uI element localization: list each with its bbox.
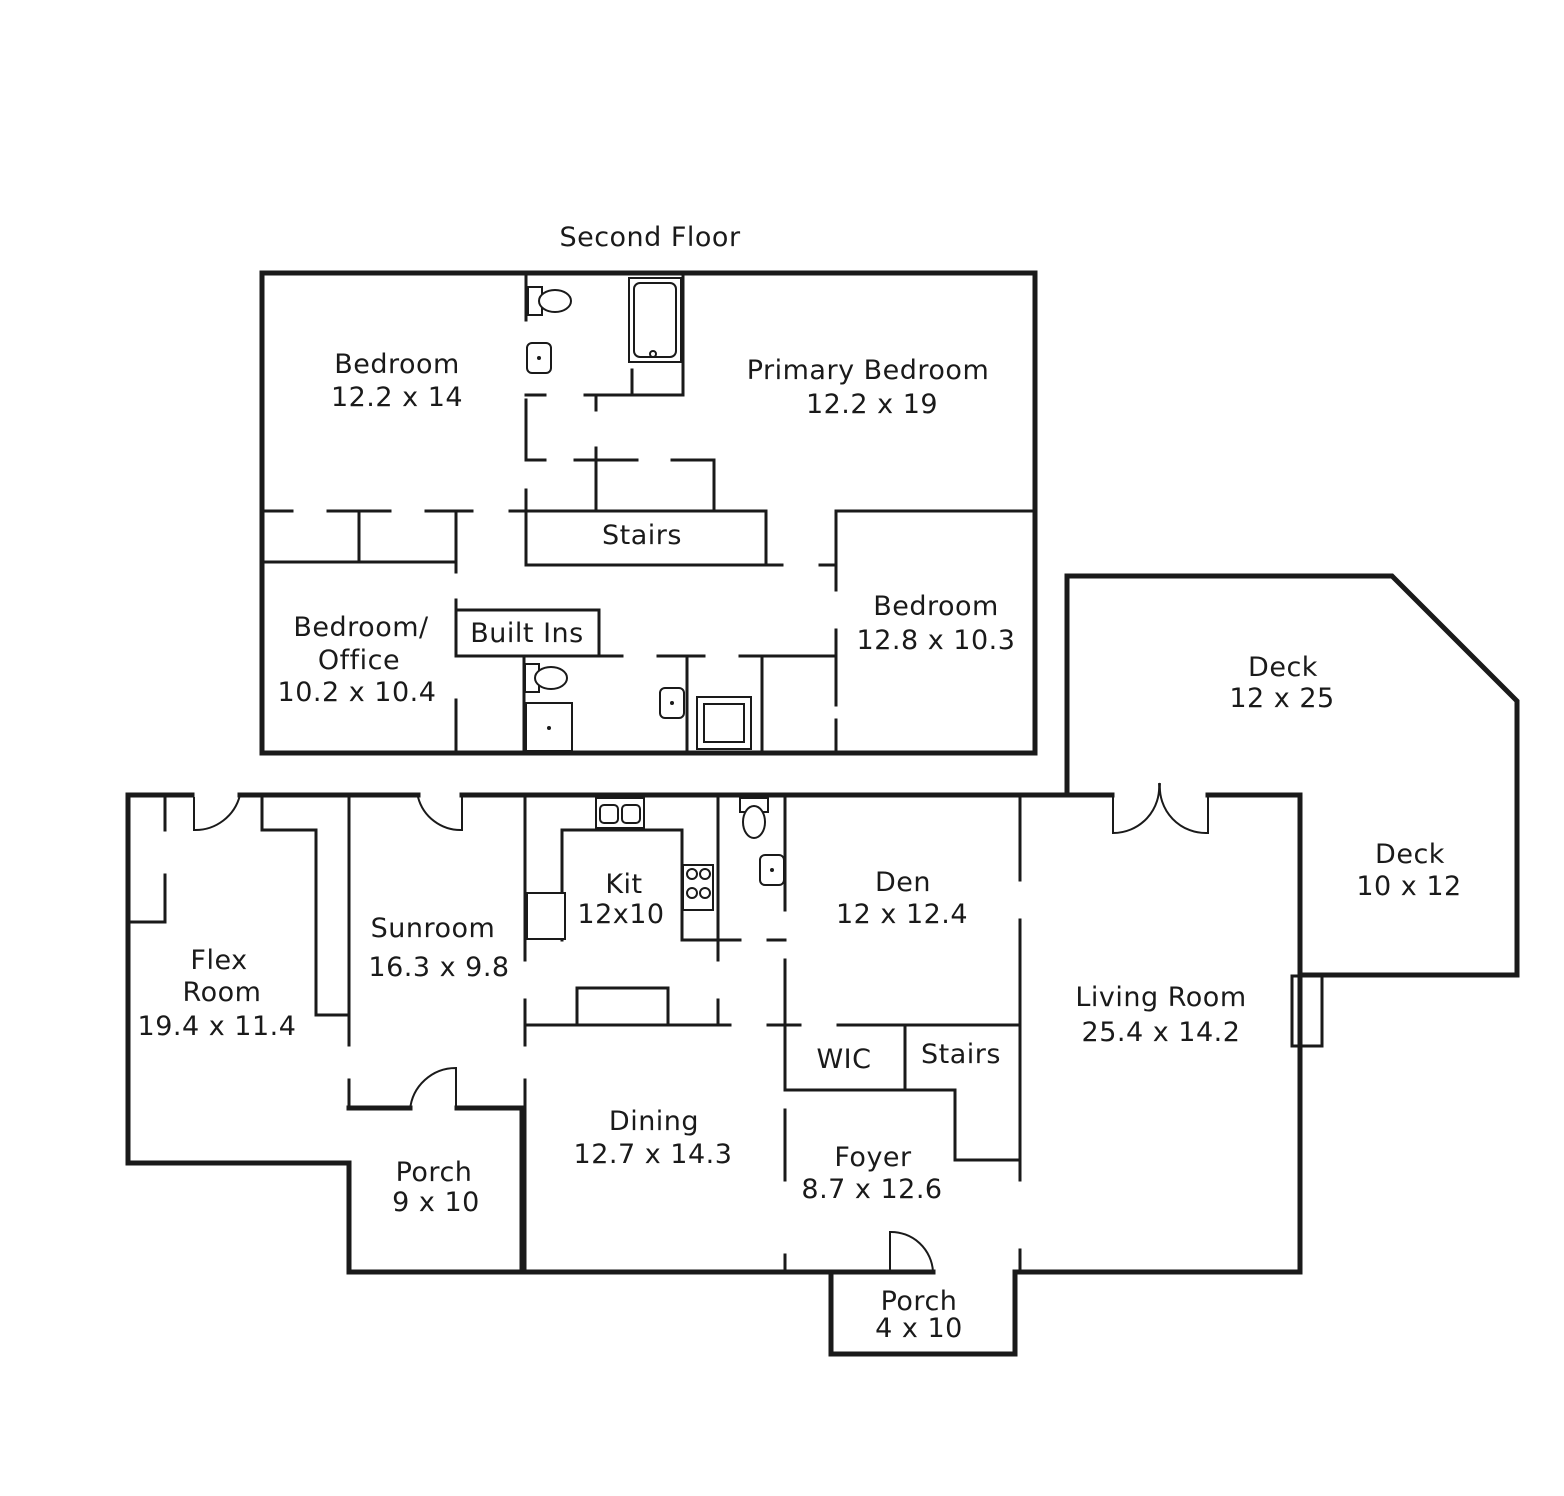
wall [716,795,787,1002]
room-size: 10 x 12 [1356,871,1461,902]
built-ins-cabinet [454,608,601,658]
tub-drain [649,350,657,358]
room-name: Sunroom [371,913,496,944]
room-name: Office [318,645,400,676]
fireplace [1290,974,1324,1048]
room-name: Porch [881,1286,958,1317]
bathtub [628,277,682,363]
wall [128,793,167,924]
room-name: Bedroom/ [293,612,429,643]
door-icon [409,1066,457,1111]
door-icon [417,796,463,832]
room-size: 10.2 x 10.4 [278,677,437,708]
room-name: Deck [1248,652,1318,683]
room-name: Porch [396,1157,473,1188]
room-name: Foyer [834,1142,912,1173]
room-name: Primary Bedroom [747,355,990,386]
room-name: Bedroom [873,591,999,622]
room-name: Den [875,867,931,898]
room-name: Flex [190,945,247,976]
wic-stairs-walls [783,1023,1020,1162]
room-size: 8.7 x 12.6 [801,1174,942,1205]
front-porch-outline [828,1269,1018,1357]
double-door-icon [1112,782,1209,835]
door-icon [193,794,241,832]
toilet-icon [524,663,568,693]
room-size: 12.2 x 14 [331,382,463,413]
room-name: Dining [609,1106,699,1137]
room-name: Kit [605,869,642,900]
first-floor [125,573,1520,1357]
wall [594,368,634,412]
room-size: 12 x 25 [1229,683,1334,714]
room-name: WIC [816,1044,871,1075]
stove-icon [682,864,714,911]
room-name: Room [183,977,262,1008]
room-size: 9 x 10 [392,1187,480,1218]
room-name: Bedroom [334,349,460,380]
fridge [526,892,566,940]
room-size: 4 x 10 [875,1313,963,1344]
closet [262,509,458,574]
room-size: 12 x 12.4 [836,899,968,930]
wall [818,509,1035,753]
room-name: Stairs [602,520,682,551]
first-floor-outline [125,792,1303,1275]
toilet-icon [527,286,572,316]
toilet-icon [739,797,769,839]
room-size: 12.8 x 10.3 [857,625,1016,656]
room-size: 19.4 x 11.4 [138,1011,297,1042]
side-porch-outline [346,1105,525,1273]
room-size: 16.3 x 9.8 [368,952,509,983]
room-size: 25.4 x 14.2 [1082,1017,1241,1048]
room-size: 12x10 [577,899,664,930]
door-icon [889,1230,934,1273]
shower [696,696,752,750]
room-size: 12.7 x 14.3 [574,1139,733,1170]
room-name: Stairs [921,1039,1001,1070]
room-name: Built Ins [470,618,583,649]
wall [260,795,351,1017]
second-floor-outline [259,270,1038,756]
wall [524,446,716,512]
deck-outline [1064,573,1520,978]
wall [524,273,685,397]
island [575,986,670,1027]
second-floor [259,270,1038,756]
room-name: Living Room [1075,982,1246,1013]
wall [522,654,838,753]
stairs-box [508,509,784,567]
room-size: 12.2 x 19 [806,389,938,420]
page-title: Second Floor [559,222,741,253]
room-name: Deck [1375,839,1445,870]
